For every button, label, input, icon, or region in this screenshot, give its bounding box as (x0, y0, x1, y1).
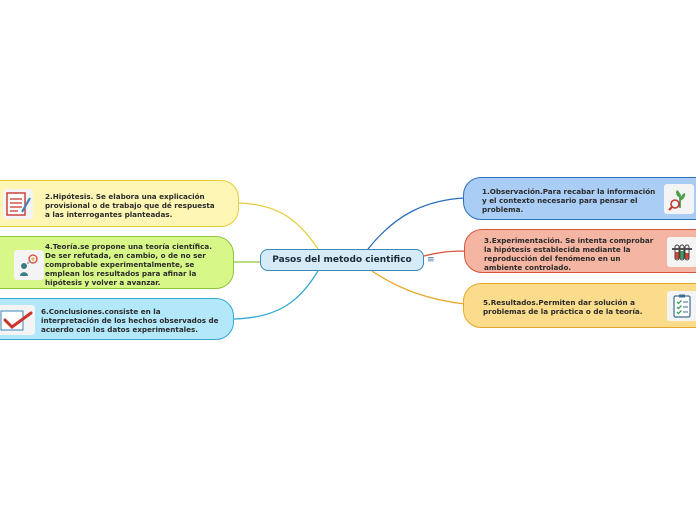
link-n5 (371, 270, 466, 305)
topic-teoria[interactable]: 4.Teoría.se propone una teoría científic… (0, 236, 234, 289)
topic-text: 6.Conclusiones.consiste en la interpreta… (41, 307, 219, 334)
test-tubes-icon (667, 237, 696, 267)
topic-observacion[interactable]: 1.Observación.Para recabar la informació… (463, 177, 696, 220)
document-pencil-icon (3, 189, 33, 219)
topic-experimentacion[interactable]: 3.Experimentación. Se intenta comprobar … (464, 229, 696, 273)
topic-text: 5.Resultados.Permiten dar solución a pro… (483, 298, 643, 316)
topic-text: 4.Teoría.se propone una teoría científic… (45, 242, 212, 287)
link-n2 (237, 202, 319, 250)
central-topic-label: Pasos del metodo cientifico (272, 255, 412, 265)
link-n1 (367, 197, 466, 250)
topic-hipotesis[interactable]: 2.Hipótesis. Se elabora una explicación … (0, 180, 239, 227)
topic-conclusiones[interactable]: 6.Conclusiones.consiste en la interpreta… (0, 298, 234, 340)
thinking-person-icon (14, 250, 44, 280)
topic-text: 1.Observación.Para recabar la informació… (482, 187, 656, 214)
checklist-icon (667, 291, 696, 321)
central-topic[interactable]: Pasos del metodo cientifico (260, 249, 424, 271)
link-n3 (423, 250, 467, 257)
topic-text: 3.Experimentación. Se intenta comprobar … (484, 236, 654, 272)
menu-icon[interactable]: ≡ (427, 255, 435, 265)
checkmark-icon (0, 305, 35, 335)
topic-text: 2.Hipótesis. Se elabora una explicación … (45, 192, 215, 219)
topic-resultados[interactable]: 5.Resultados.Permiten dar solución a pro… (463, 283, 696, 328)
plant-magnifier-icon (664, 184, 694, 214)
link-n6 (232, 270, 319, 320)
